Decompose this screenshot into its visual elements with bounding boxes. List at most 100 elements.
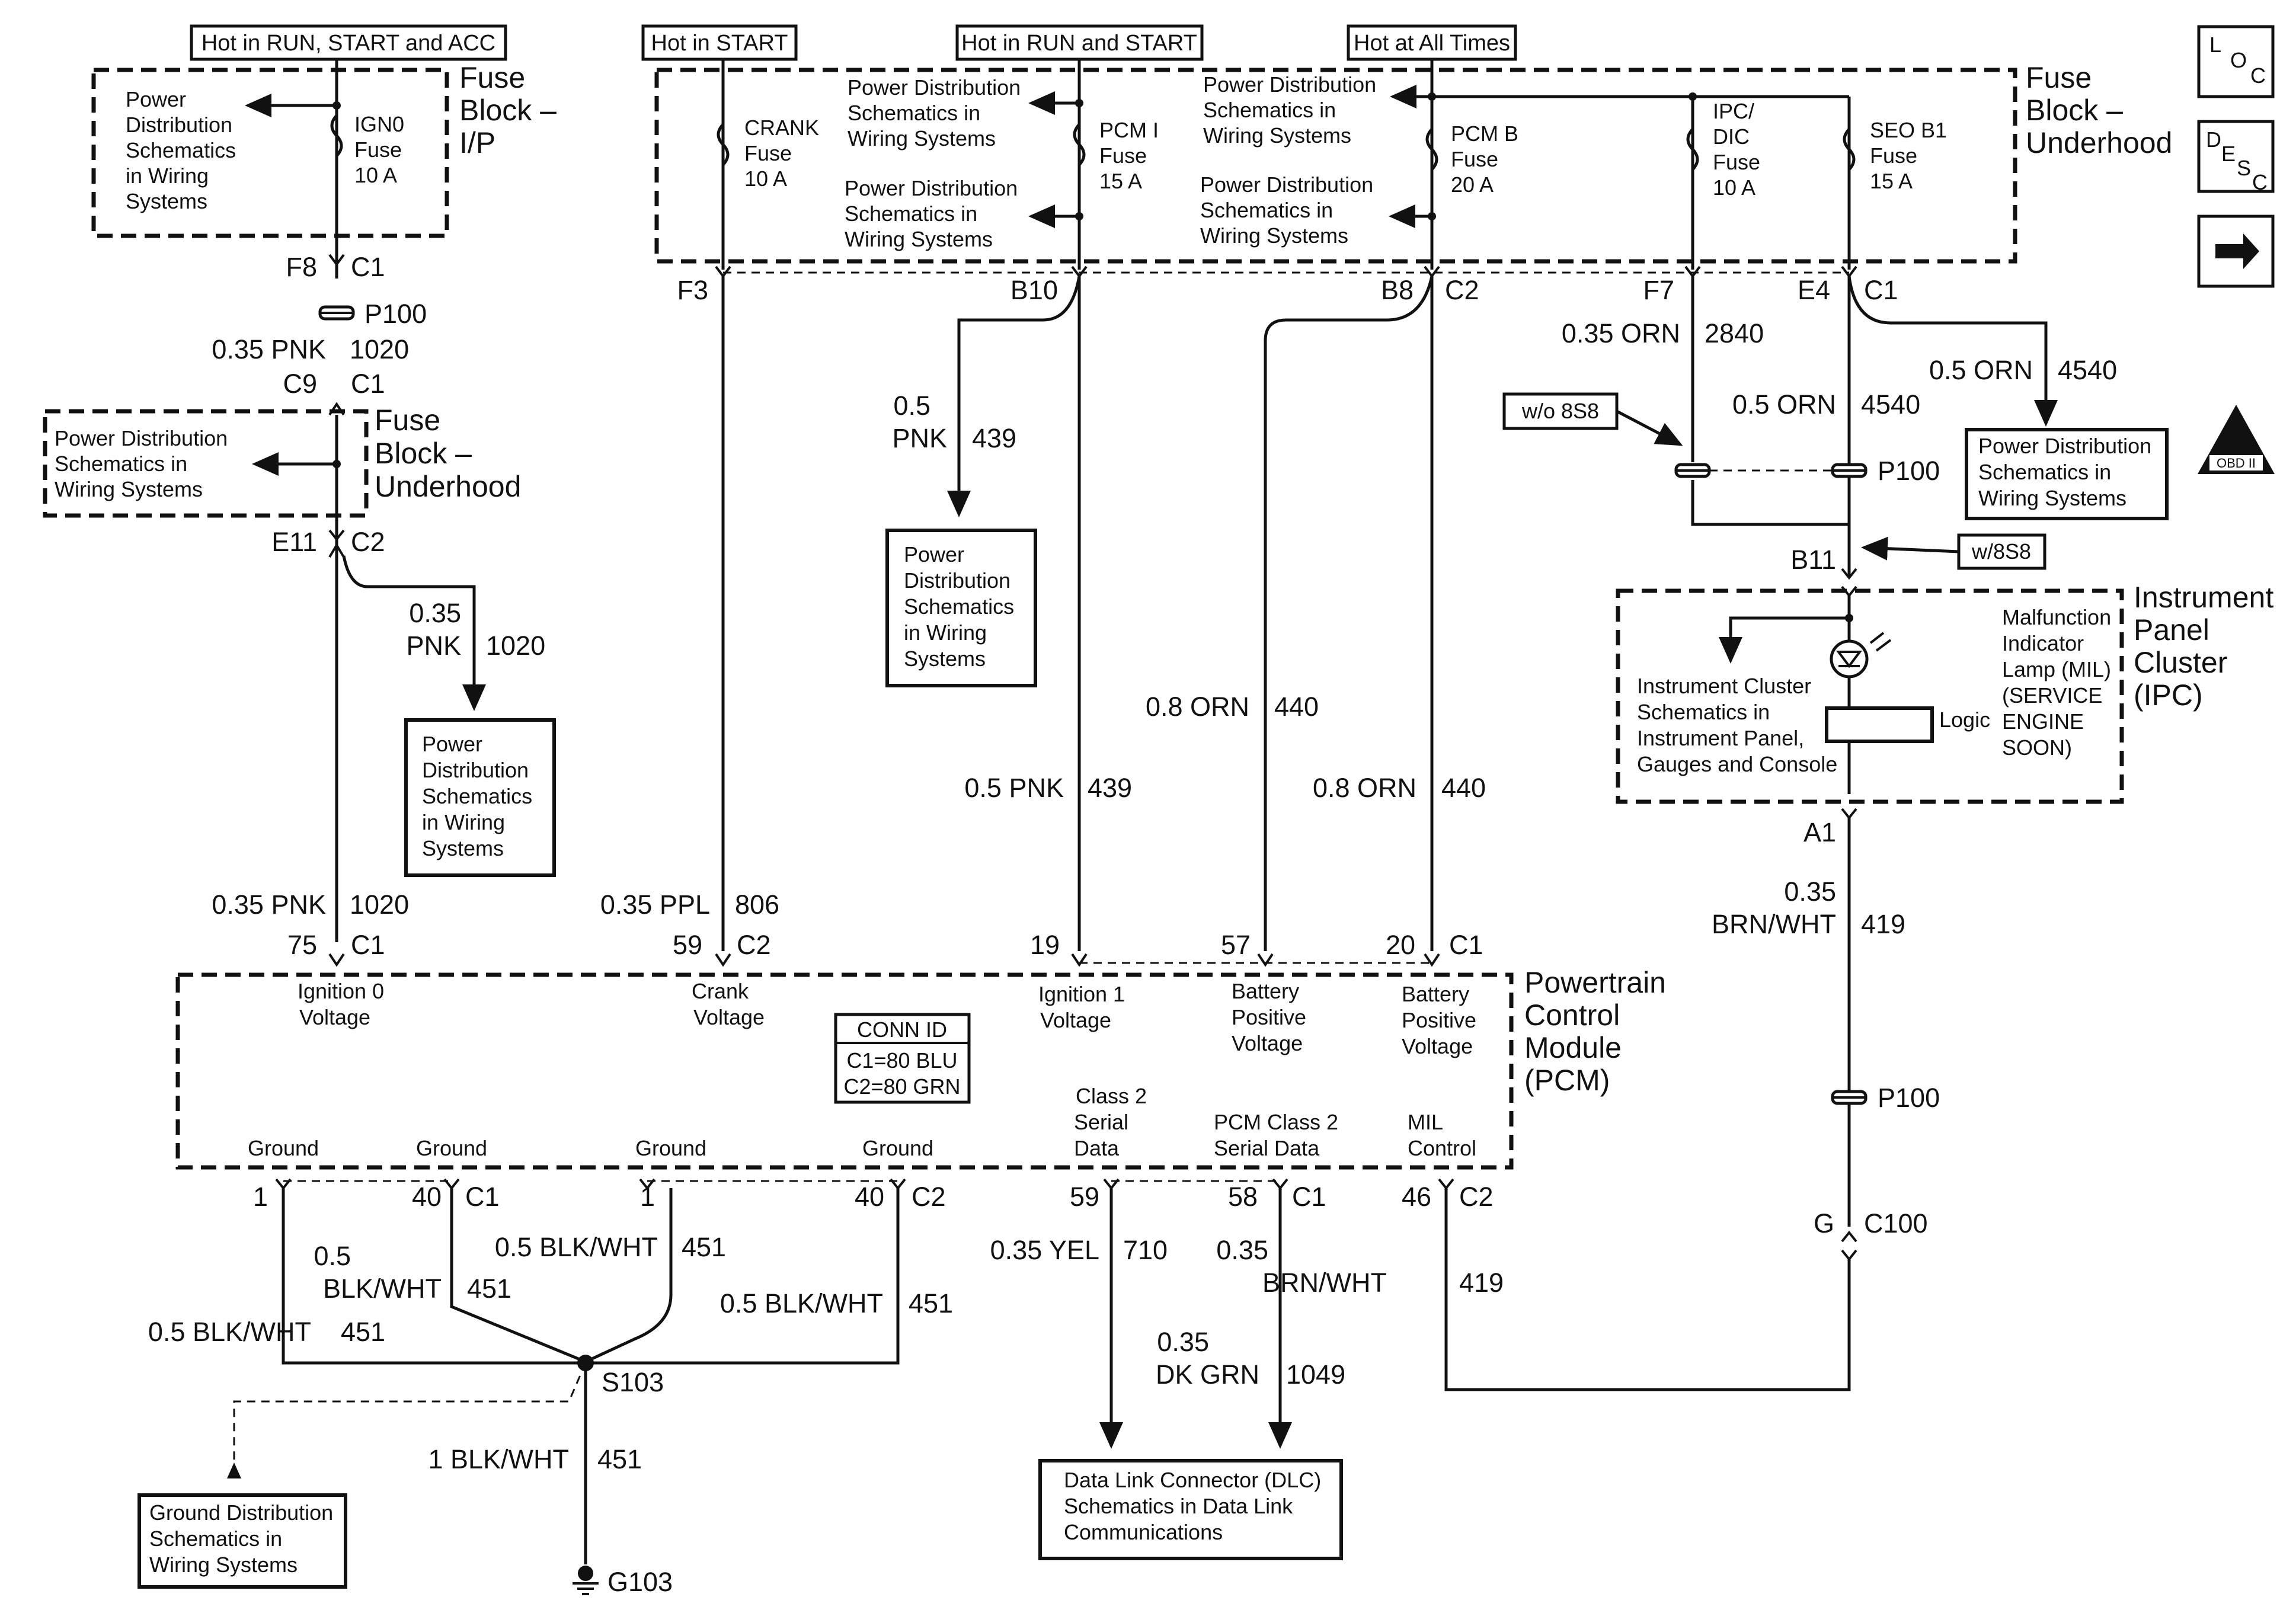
svg-text:59: 59 (1070, 1182, 1099, 1212)
svg-text:0.5 BLK/WHT: 0.5 BLK/WHT (495, 1232, 658, 1262)
svg-text:Battery: Battery (1402, 982, 1469, 1006)
svg-text:Block –: Block – (459, 94, 557, 127)
svg-text:(SERVICE: (SERVICE (2002, 683, 2102, 708)
svg-text:O: O (2230, 48, 2247, 72)
svg-text:Ground: Ground (248, 1136, 319, 1160)
desc-icon[interactable]: D E S C (2197, 120, 2275, 194)
svg-text:C1: C1 (351, 369, 385, 399)
svg-text:SOON): SOON) (2002, 735, 2072, 760)
svg-text:OBD II: OBD II (2217, 456, 2256, 471)
svg-text:E: E (2221, 142, 2236, 166)
svg-text:C9: C9 (283, 369, 317, 399)
svg-text:Data Link Connector (DLC): Data Link Connector (DLC) (1064, 1468, 1321, 1492)
svg-text:Schematics in: Schematics in (149, 1526, 282, 1551)
svg-text:E4: E4 (1798, 275, 1830, 305)
svg-text:Schematics: Schematics (904, 594, 1014, 619)
conn-id-box: CONN ID C1=80 BLU C2=80 GRN (834, 1013, 971, 1104)
svg-text:P100: P100 (1878, 1083, 1940, 1113)
svg-text:Module: Module (1524, 1031, 1622, 1064)
svg-text:in Wiring: in Wiring (904, 620, 987, 645)
svg-text:C1: C1 (465, 1182, 500, 1212)
svg-text:439: 439 (1088, 773, 1132, 803)
svg-text:L: L (2209, 33, 2221, 57)
ground-circuit: 1 40 C1 1 40 C2 S103 0.5 BLK/WHT 451 0.5… (137, 1178, 953, 1597)
svg-text:Fuse: Fuse (1099, 143, 1147, 168)
loc-icon[interactable]: L O C (2197, 25, 2275, 98)
svg-text:C1: C1 (351, 930, 385, 960)
svg-text:C2: C2 (1459, 1182, 1494, 1212)
svg-text:1: 1 (253, 1182, 268, 1212)
svg-text:Voltage: Voltage (1040, 1008, 1111, 1032)
ground-symbol-icon (573, 1566, 599, 1595)
svg-text:P100: P100 (1878, 456, 1940, 486)
svg-text:0.8 ORN: 0.8 ORN (1313, 773, 1416, 803)
svg-text:Power: Power (126, 87, 186, 111)
svg-text:MIL: MIL (1408, 1110, 1443, 1134)
svg-text:15 A: 15 A (1870, 169, 1913, 193)
svg-text:419: 419 (1459, 1268, 1504, 1298)
svg-text:C: C (2250, 63, 2266, 88)
svg-text:Battery: Battery (1232, 979, 1299, 1003)
svg-text:C2: C2 (351, 527, 385, 557)
svg-text:DIC: DIC (1713, 124, 1750, 149)
svg-text:Systems: Systems (904, 647, 986, 671)
svg-text:Wiring Systems: Wiring Systems (55, 477, 203, 501)
powertrain-control-module: Powertrain Control Module (PCM) Ignition… (175, 966, 1666, 1170)
svg-text:57: 57 (1221, 930, 1251, 960)
next-arrow-icon[interactable] (2197, 215, 2275, 288)
battery-circuits: 0.8 ORN 440 0.8 ORN 440 57 20 C1 (1079, 276, 1486, 967)
svg-text:Voltage: Voltage (299, 1005, 370, 1029)
svg-text:Logic: Logic (1939, 708, 1990, 732)
svg-text:40: 40 (855, 1182, 884, 1212)
svg-text:A1: A1 (1803, 817, 1836, 847)
svg-text:Fuse: Fuse (2026, 61, 2092, 94)
svg-text:0.35 YEL: 0.35 YEL (990, 1235, 1099, 1265)
instrument-panel-cluster: Instrument Panel Cluster (IPC) Logic Ins… (1616, 581, 2273, 804)
svg-text:C1: C1 (1449, 930, 1483, 960)
svg-text:P100: P100 (364, 299, 427, 329)
svg-text:SEO B1: SEO B1 (1870, 118, 1947, 142)
svg-text:C2: C2 (912, 1182, 946, 1212)
svg-text:C2: C2 (737, 930, 771, 960)
svg-text:Ground: Ground (862, 1136, 933, 1160)
svg-text:E11: E11 (271, 527, 317, 557)
svg-text:Communications: Communications (1064, 1520, 1223, 1544)
svg-text:Schematics in: Schematics in (845, 201, 977, 226)
svg-text:Schematics in: Schematics in (1200, 198, 1333, 222)
svg-text:0.5: 0.5 (893, 391, 930, 421)
svg-text:0.35: 0.35 (1157, 1327, 1209, 1357)
svg-text:in Wiring: in Wiring (126, 164, 209, 188)
svg-text:Wiring Systems: Wiring Systems (1203, 123, 1351, 148)
underhood-connectors: F3 B10 B8 C2 F7 E4 C1 (677, 265, 1898, 305)
svg-text:Serial: Serial (1074, 1110, 1128, 1134)
ign0-circuit: F8 C1 P100 0.35 PNK 1020 C9 C1 Fuse Bloc… (43, 252, 556, 967)
svg-text:Wiring Systems: Wiring Systems (1200, 223, 1348, 248)
svg-text:I/P: I/P (459, 126, 495, 159)
svg-text:Malfunction: Malfunction (2002, 605, 2111, 629)
crank-circuit: 0.35 PPL 806 59 C2 (600, 276, 779, 967)
svg-text:Wiring Systems: Wiring Systems (1978, 486, 2126, 510)
svg-text:Systems: Systems (126, 189, 207, 213)
svg-text:Fuse: Fuse (1451, 147, 1498, 171)
svg-text:Distribution: Distribution (904, 568, 1011, 593)
svg-text:2840: 2840 (1705, 318, 1764, 348)
svg-text:Ground: Ground (635, 1136, 706, 1160)
svg-text:Crank: Crank (692, 979, 749, 1003)
svg-text:C1=80 BLU: C1=80 BLU (846, 1048, 957, 1073)
svg-text:ENGINE: ENGINE (2002, 709, 2084, 734)
svg-text:0.5 BLK/WHT: 0.5 BLK/WHT (148, 1317, 311, 1347)
svg-text:0.5 PNK: 0.5 PNK (964, 773, 1064, 803)
svg-text:BLK/WHT: BLK/WHT (323, 1273, 442, 1304)
svg-text:1020: 1020 (350, 889, 409, 920)
svg-text:0.5 ORN: 0.5 ORN (1732, 389, 1836, 420)
svg-text:0.35 ORN: 0.35 ORN (1562, 318, 1680, 348)
svg-text:Schematics in: Schematics in (1978, 460, 2111, 484)
svg-text:PCM B: PCM B (1451, 121, 1518, 146)
mil-lamp-icon (1830, 632, 1892, 679)
svg-text:20: 20 (1386, 930, 1415, 960)
svg-text:19: 19 (1030, 930, 1060, 960)
svg-text:C2=80 GRN: C2=80 GRN (843, 1074, 960, 1099)
svg-text:Fuse: Fuse (744, 141, 792, 165)
power-headers: Hot in RUN, START and ACC Hot in START H… (190, 24, 1517, 61)
